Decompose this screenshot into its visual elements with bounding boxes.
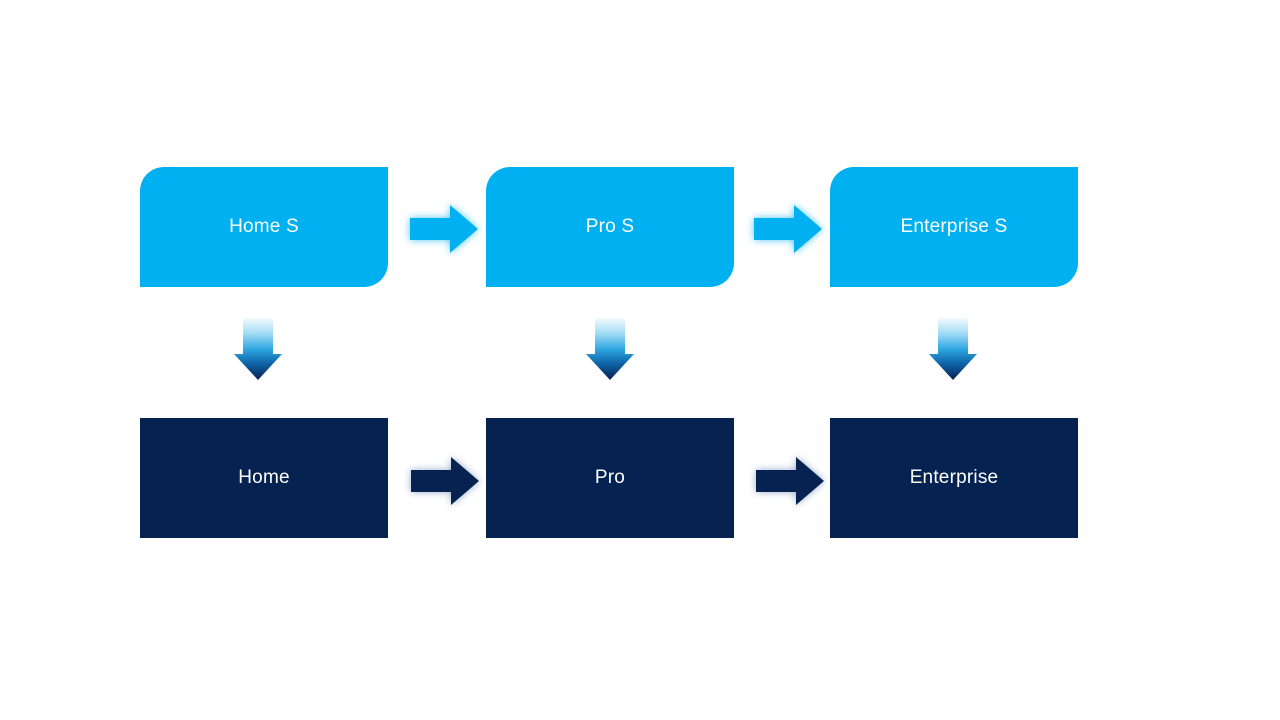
node-home[interactable]: Home <box>140 418 388 538</box>
node-enterprise-s-label: Enterprise S <box>900 216 1008 237</box>
node-home-s[interactable]: Home S <box>140 167 388 287</box>
right-arrow-shape <box>754 205 822 253</box>
right-arrow-home-s-to-pro-s-icon[interactable] <box>410 205 478 253</box>
node-pro[interactable]: Pro <box>486 418 734 538</box>
down-arrow-shape <box>586 318 634 380</box>
node-enterprise[interactable]: Enterprise <box>830 418 1078 538</box>
node-pro-label: Pro <box>594 467 626 488</box>
node-pro-s-label: Pro S <box>585 216 635 237</box>
down-arrow-home-s-to-home-icon[interactable] <box>234 318 282 380</box>
node-pro-s[interactable]: Pro S <box>486 167 734 287</box>
down-arrow-pro-s-to-pro-icon[interactable] <box>586 318 634 380</box>
right-arrow-pro-s-to-enterprise-s-icon[interactable] <box>754 205 822 253</box>
node-home-s-label: Home S <box>229 216 299 237</box>
right-arrow-shape <box>756 457 824 505</box>
node-enterprise-s[interactable]: Enterprise S <box>830 167 1078 287</box>
right-arrow-pro-to-enterprise-icon[interactable] <box>756 457 824 505</box>
node-home-label: Home <box>238 467 290 488</box>
down-arrow-shape <box>929 318 977 380</box>
node-enterprise-label: Enterprise <box>909 467 999 488</box>
right-arrow-home-to-pro-icon[interactable] <box>411 457 479 505</box>
right-arrow-shape <box>410 205 478 253</box>
right-arrow-shape <box>411 457 479 505</box>
down-arrow-enterprise-s-to-enterprise-icon[interactable] <box>929 318 977 380</box>
down-arrow-shape <box>234 318 282 380</box>
